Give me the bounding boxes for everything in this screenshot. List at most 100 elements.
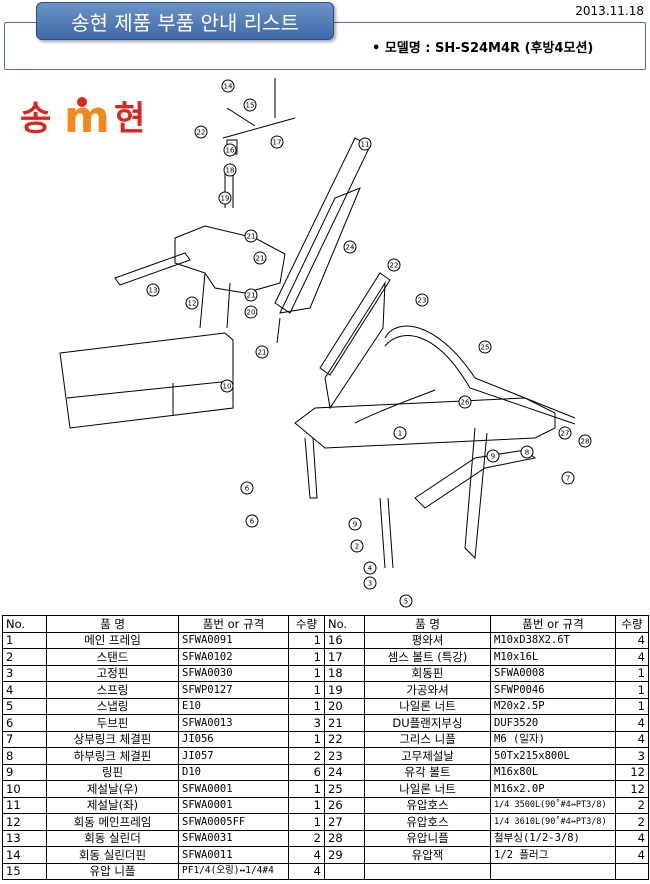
part-spec: 50Tx215x800L bbox=[490, 747, 616, 765]
callout: 21 bbox=[244, 229, 258, 243]
part-spec: E10 bbox=[178, 697, 289, 715]
part-qty: 4 bbox=[288, 862, 325, 880]
callout: 21 bbox=[244, 288, 258, 302]
part-name: 고무제설날 bbox=[364, 747, 491, 765]
part-qty: 1 bbox=[615, 697, 649, 715]
part-name bbox=[364, 862, 491, 880]
part-spec: PF1/4(오링)↔1/4#4 bbox=[178, 862, 289, 880]
svg-text:8: 8 bbox=[525, 449, 529, 457]
callout: 20 bbox=[244, 305, 258, 319]
logo-left-glyph: 송 bbox=[20, 99, 51, 139]
col-header: 수량 bbox=[288, 615, 325, 633]
part-no: 12 bbox=[2, 813, 47, 831]
part-qty: 1 bbox=[288, 813, 325, 831]
part-name: 유압니플 bbox=[364, 829, 491, 847]
svg-text:1: 1 bbox=[398, 430, 402, 438]
part-qty: 1 bbox=[288, 730, 325, 748]
svg-text:21: 21 bbox=[247, 292, 256, 300]
part-name: 두브핀 bbox=[46, 714, 179, 732]
svg-text:21: 21 bbox=[258, 349, 267, 357]
part-spec: M10x16L bbox=[490, 648, 616, 666]
part-qty: 1 bbox=[288, 664, 325, 682]
part-name: 회동 메인프레임 bbox=[46, 813, 179, 831]
part-no: 15 bbox=[2, 862, 47, 880]
part-qty: 6 bbox=[288, 763, 325, 781]
callout: 8 bbox=[520, 445, 534, 459]
part-spec: SFWP0046 bbox=[490, 681, 616, 699]
part-spec: 1/4 3610L(90˚#4↔PT3/8) bbox=[490, 813, 616, 831]
callout: 21 bbox=[253, 251, 267, 265]
part-no: 5 bbox=[2, 697, 47, 715]
part-name: 하부링크 체결핀 bbox=[46, 747, 179, 765]
part-qty: 2 bbox=[615, 796, 649, 814]
part-spec: 1/4 3500L(90˚#4↔PT3/8) bbox=[490, 796, 616, 814]
col-header: 품번 or 규격 bbox=[178, 615, 289, 633]
logo-mid-glyph: m bbox=[64, 92, 110, 140]
svg-text:27: 27 bbox=[561, 430, 570, 438]
callout: 5 bbox=[399, 594, 413, 608]
callout: 15 bbox=[243, 98, 257, 112]
part-name: 평와셔 bbox=[364, 631, 491, 649]
callout: 6 bbox=[245, 514, 259, 528]
callout: 1 bbox=[393, 426, 407, 440]
part-no: 10 bbox=[2, 780, 47, 798]
exploded-parts-diagram: 1 2 3 4 5 6 6 7 8 9 9 10 11 12 13 14 15 … bbox=[59, 78, 592, 608]
part-qty: 4 bbox=[615, 846, 649, 864]
part-name: 회동 실린더핀 bbox=[46, 846, 179, 864]
part-qty: 1 bbox=[288, 796, 325, 814]
part-spec: SFWP0127 bbox=[178, 681, 289, 699]
callout: 23 bbox=[415, 293, 429, 307]
col-header: 품 명 bbox=[46, 615, 179, 633]
part-qty: 3 bbox=[288, 714, 325, 732]
part-qty: 4 bbox=[288, 846, 325, 864]
callout: 22 bbox=[194, 125, 208, 139]
part-spec: M16x2.0P bbox=[490, 780, 616, 798]
part-spec: DUF3520 bbox=[490, 714, 616, 732]
callout: 19 bbox=[218, 191, 232, 205]
logo-right-glyph: 현 bbox=[114, 99, 145, 139]
callout: 27 bbox=[558, 426, 572, 440]
svg-text:4: 4 bbox=[368, 565, 373, 573]
part-name: 메인 프레임 bbox=[46, 631, 179, 649]
callout: 26 bbox=[458, 395, 472, 409]
part-name: 스프링 bbox=[46, 681, 179, 699]
part-no: 23 bbox=[324, 747, 365, 765]
part-no: 13 bbox=[2, 829, 47, 847]
part-name: DU플랜지부싱 bbox=[364, 714, 491, 732]
part-no: 25 bbox=[324, 780, 365, 798]
table-header-row: No. 품 명 품번 or 규격 수량 No. 품 명 품번 or 규격 수량 bbox=[2, 615, 649, 633]
part-name: 회동 실린더 bbox=[46, 829, 179, 847]
part-no: 4 bbox=[2, 681, 47, 699]
svg-text:7: 7 bbox=[566, 475, 570, 483]
svg-text:12: 12 bbox=[188, 300, 197, 308]
logo-dot bbox=[77, 97, 87, 107]
part-qty: 1 bbox=[288, 681, 325, 699]
callout-group: 1 2 3 4 5 6 6 7 8 9 9 10 11 12 13 14 15 … bbox=[146, 79, 592, 608]
callout: 12 bbox=[185, 296, 199, 310]
part-name: 회동핀 bbox=[364, 664, 491, 682]
part-spec: SFWA0005FF bbox=[178, 813, 289, 831]
part-spec: M10xD38X2.6T bbox=[490, 631, 616, 649]
part-no: 17 bbox=[324, 648, 365, 666]
svg-text:9: 9 bbox=[353, 521, 357, 529]
part-no: 11 bbox=[2, 796, 47, 814]
document-date: 2013.11.18 bbox=[575, 4, 644, 18]
callout: 3 bbox=[363, 576, 377, 590]
part-qty: 1 bbox=[288, 631, 325, 649]
col-header: 품 명 bbox=[364, 615, 491, 633]
part-qty: 4 bbox=[615, 631, 649, 649]
part-no: 18 bbox=[324, 664, 365, 682]
svg-text:19: 19 bbox=[221, 195, 230, 203]
callout: 2 bbox=[350, 539, 364, 553]
part-spec bbox=[490, 862, 616, 880]
svg-text:28: 28 bbox=[581, 438, 590, 446]
part-no: 21 bbox=[324, 714, 365, 732]
callout: 14 bbox=[221, 79, 235, 93]
part-qty: 1 bbox=[288, 648, 325, 666]
